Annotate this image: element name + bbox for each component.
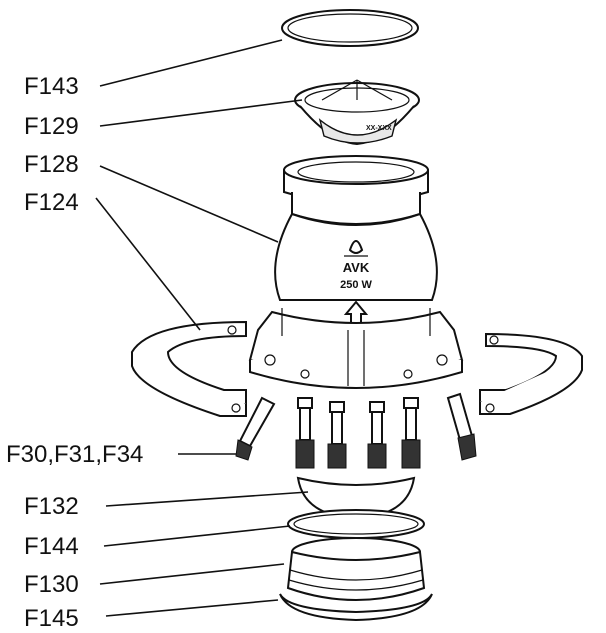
body-size-marking: 250 W — [340, 279, 372, 291]
bolt — [235, 396, 276, 461]
ball — [296, 476, 416, 520]
valve-body: AVK 250 W — [248, 155, 464, 389]
cover-plate: XX-XXX — [294, 79, 420, 146]
clamp-ring-right — [479, 332, 584, 415]
bolt — [327, 401, 347, 469]
bolt-set — [235, 392, 477, 469]
label-f143: F143 — [24, 73, 79, 100]
bolt — [401, 397, 421, 469]
label-f129: F129 — [24, 113, 79, 140]
o-ring-lower — [287, 509, 425, 539]
body-logo: AVK — [343, 260, 370, 275]
label-f144: F144 — [24, 533, 79, 560]
label-f128: F128 — [24, 151, 79, 178]
label-f124: F124 — [24, 189, 79, 216]
leader-lines — [95, 39, 309, 617]
clamp-ring-left — [130, 320, 247, 417]
bolt — [446, 392, 477, 461]
svg-text:XX-XXX: XX-XXX — [366, 125, 392, 132]
label-f130: F130 — [24, 571, 79, 598]
bolt — [295, 397, 315, 469]
label-f30-f31-f34: F30,F31,F34 — [6, 441, 143, 468]
label-f145: F145 — [24, 605, 79, 632]
seat-ring — [286, 537, 426, 601]
bolt — [367, 401, 387, 469]
o-ring-top — [281, 9, 419, 47]
label-f132: F132 — [24, 493, 79, 520]
o-ring-bottom — [279, 593, 433, 622]
